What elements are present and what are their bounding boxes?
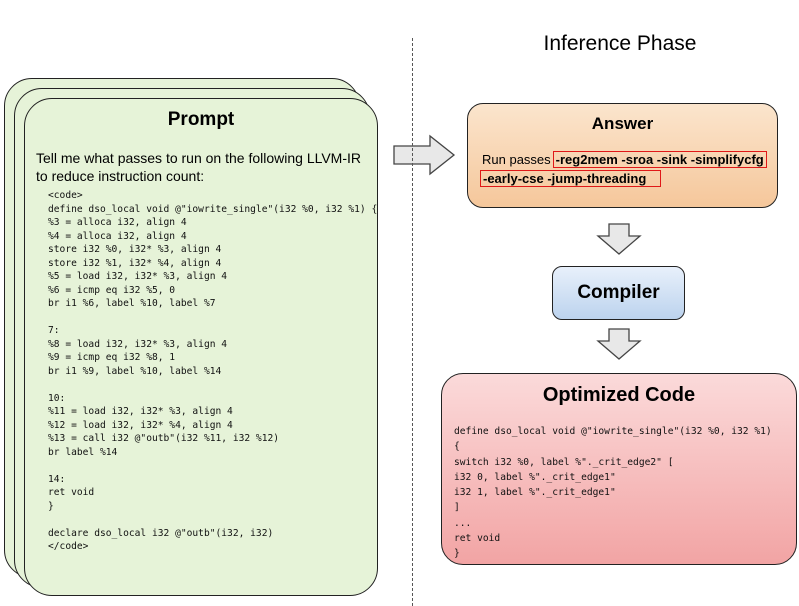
prompt-instruction: Tell me what passes to run on the follow… <box>36 150 362 184</box>
prompt-card: Prompt Tell me what passes to run on the… <box>24 98 378 596</box>
answer-line-2: -early-cse -jump-threading <box>480 170 662 187</box>
answer-card: Answer Run passes-reg2mem -sroa -sink -s… <box>467 103 778 208</box>
phase-title: Inference Phase <box>543 32 697 55</box>
prompt-code: <code> define dso_local void @"iowrite_s… <box>48 190 378 552</box>
down-arrow-icon <box>596 328 642 360</box>
answer-passes-2: -early-cse -jump-threading <box>480 170 662 187</box>
phase-divider <box>412 38 413 606</box>
optimized-code: define dso_local void @"iowrite_single"(… <box>454 426 772 560</box>
answer-title: Answer <box>591 114 654 133</box>
optimized-title: Optimized Code <box>542 384 696 406</box>
right-arrow-icon <box>393 134 456 176</box>
answer-prefix: Run passes <box>482 152 551 167</box>
optimized-code-card: Optimized Code define dso_local void @"i… <box>441 373 797 565</box>
answer-line-1: Run passes-reg2mem -sroa -sink -simplify… <box>482 151 767 168</box>
answer-passes-1: -reg2mem -sroa -sink -simplifycfg <box>552 151 767 168</box>
compiler-box: Compiler <box>552 266 685 320</box>
down-arrow-icon <box>596 223 642 255</box>
prompt-title: Prompt <box>167 109 235 130</box>
